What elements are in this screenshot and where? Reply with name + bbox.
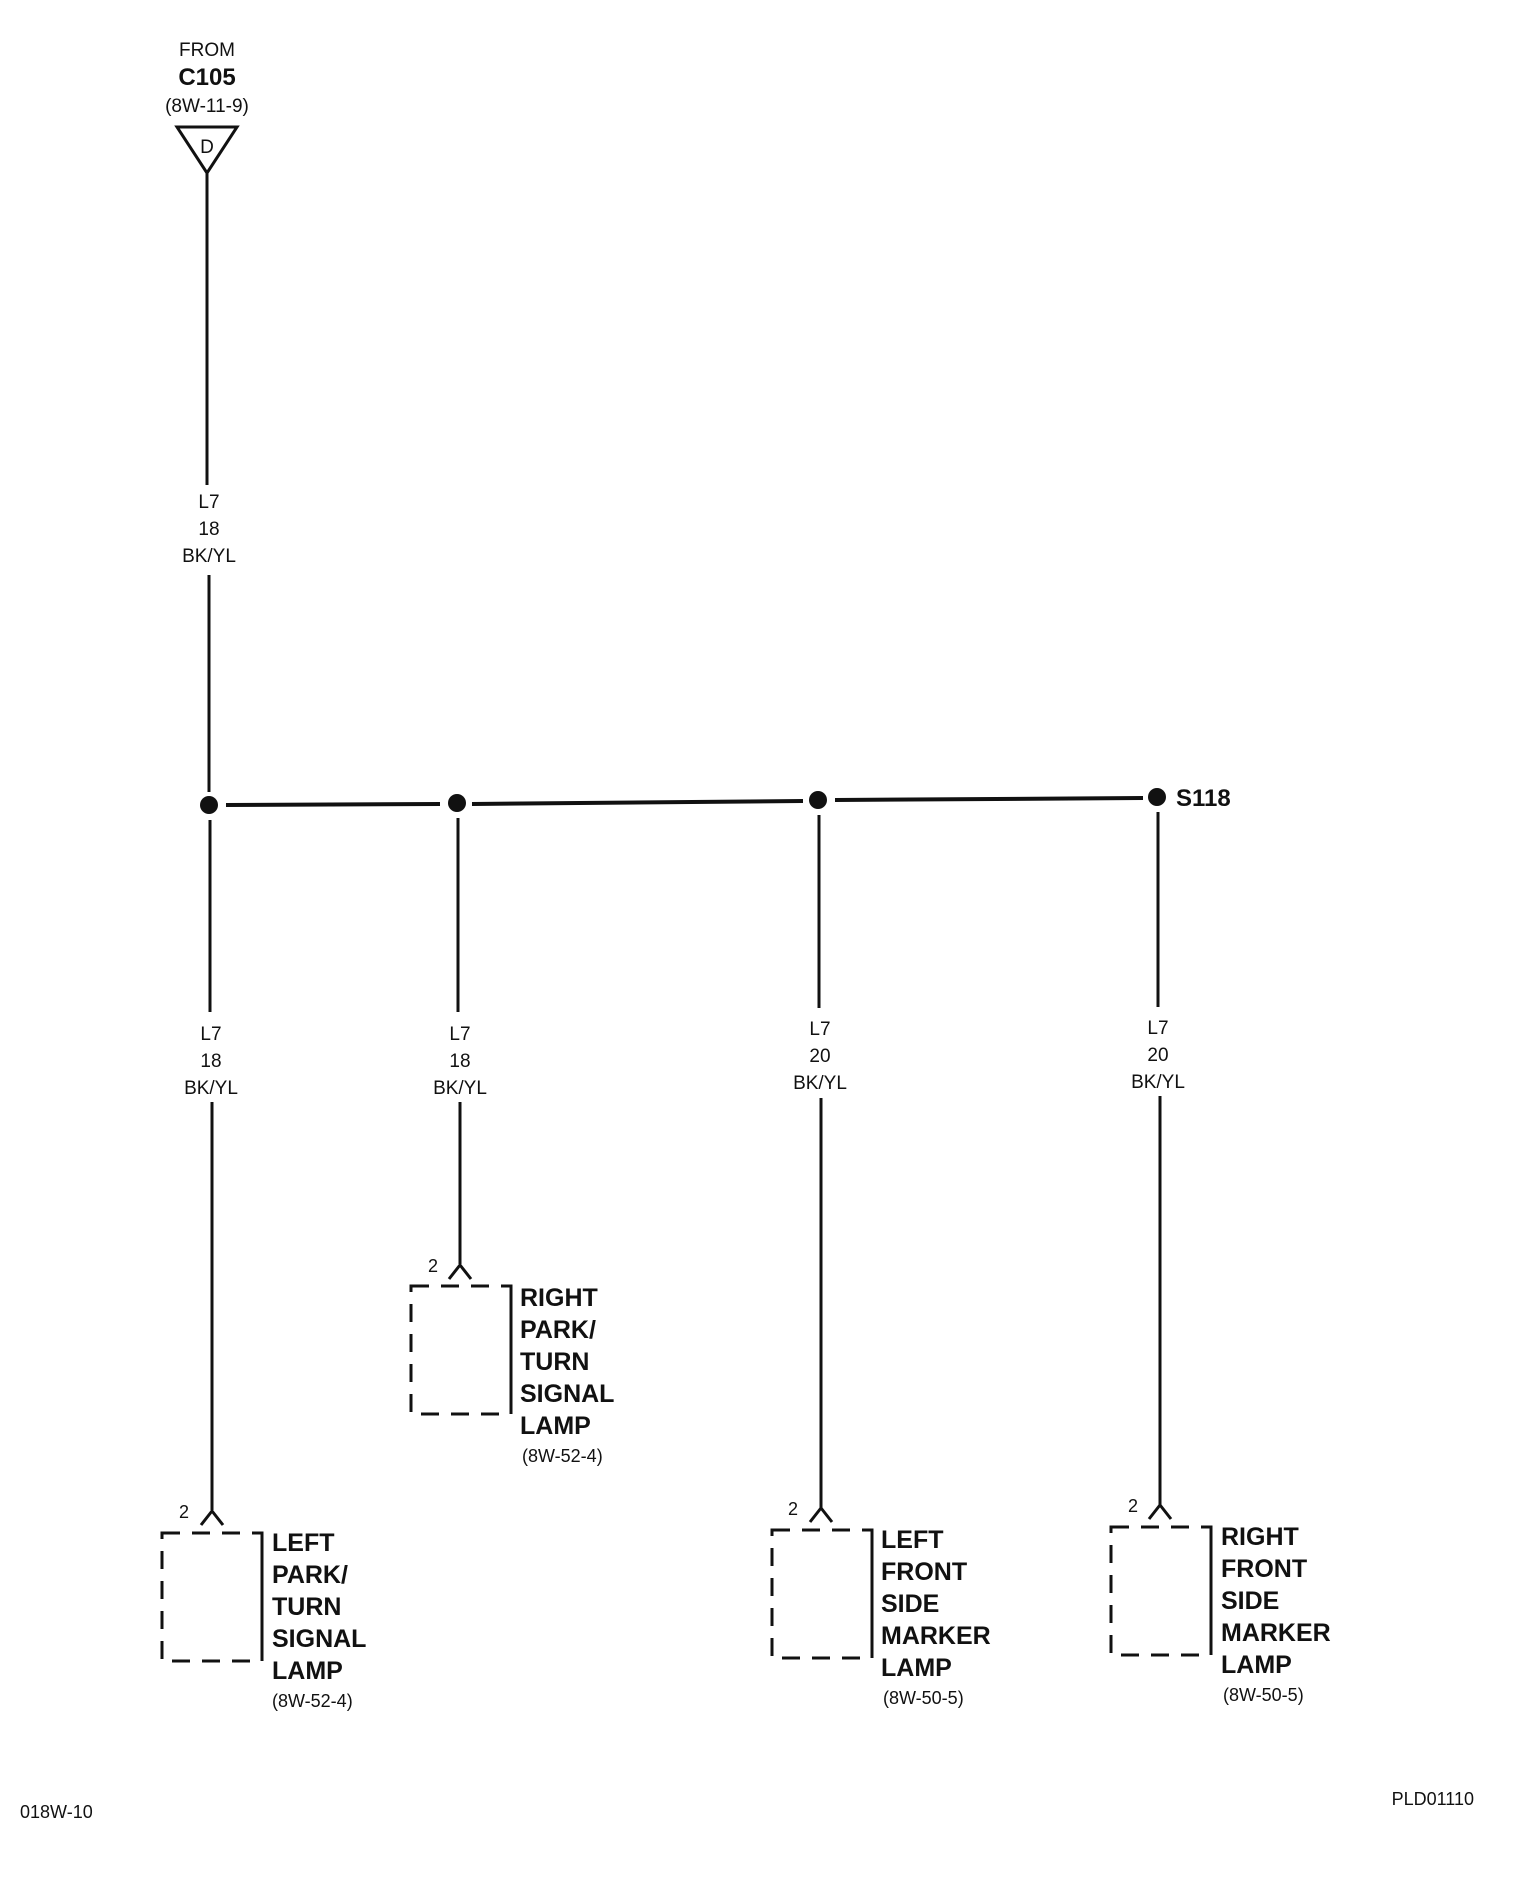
feed-wire-gauge: 18 bbox=[198, 519, 219, 540]
branch-2-lamp-line-2: PARK/ bbox=[520, 1316, 596, 1344]
from-label: FROM bbox=[179, 40, 235, 61]
branch-1-circuit: L7 bbox=[200, 1024, 221, 1045]
branch-4-lamp-box bbox=[1109, 1525, 1213, 1657]
branch-4-pin: 2 bbox=[1128, 1496, 1138, 1516]
branch-1-pin: 2 bbox=[179, 1502, 189, 1522]
branch-3-lamp-line-1: LEFT bbox=[881, 1526, 944, 1554]
feed-wire-color: BK/YL bbox=[182, 546, 236, 567]
branch-1-color: BK/YL bbox=[184, 1078, 238, 1099]
bus-segment-3 bbox=[834, 796, 1144, 802]
branch-4-lamp-line-1: RIGHT bbox=[1221, 1523, 1299, 1551]
splice-id: S118 bbox=[1176, 785, 1231, 812]
branch-2-color: BK/YL bbox=[433, 1078, 487, 1099]
branch-2-page-ref: (8W-52-4) bbox=[522, 1446, 603, 1466]
branch-1-lamp-line-5: LAMP bbox=[272, 1657, 343, 1685]
branch-left-park-turn: L7 18 BK/YL 2 LEFT PARK/ TURN SIGNAL LAM… bbox=[160, 820, 366, 1711]
branch-1-terminal-icon bbox=[199, 1508, 225, 1526]
branch-3-color: BK/YL bbox=[793, 1073, 847, 1094]
branch-3-lamp-line-4: MARKER bbox=[881, 1622, 991, 1650]
branch-3-lamp-label: LEFT FRONT SIDE MARKER LAMP (8W-50-5) bbox=[881, 1526, 991, 1708]
splice-dot-1 bbox=[200, 796, 218, 814]
branch-3-circuit: L7 bbox=[809, 1019, 830, 1040]
branch-2-lamp-line-3: TURN bbox=[520, 1348, 589, 1376]
branch-4-terminal-icon bbox=[1147, 1502, 1173, 1520]
branch-1-lamp-label: LEFT PARK/ TURN SIGNAL LAMP (8W-52-4) bbox=[272, 1529, 366, 1711]
splice-dot-2 bbox=[448, 794, 466, 812]
branch-3-lamp-line-3: SIDE bbox=[881, 1590, 939, 1618]
branch-1-lamp-line-3: TURN bbox=[272, 1593, 341, 1621]
branch-1-gauge: 18 bbox=[200, 1051, 221, 1072]
branch-1-page-ref: (8W-52-4) bbox=[272, 1691, 353, 1711]
branch-3-lamp-line-2: FRONT bbox=[881, 1558, 967, 1586]
branch-4-lamp-line-2: FRONT bbox=[1221, 1555, 1307, 1583]
branch-2-lamp-line-5: LAMP bbox=[520, 1412, 591, 1440]
branch-3-lamp-box bbox=[770, 1528, 874, 1660]
branch-4-circuit: L7 bbox=[1147, 1018, 1168, 1039]
footer-right-code: PLD01110 bbox=[1392, 1789, 1474, 1809]
branch-1-lamp-line-4: SIGNAL bbox=[272, 1625, 366, 1653]
feed-wire-circuit: L7 bbox=[198, 492, 219, 513]
branch-3-pin: 2 bbox=[788, 1499, 798, 1519]
branch-4-page-ref: (8W-50-5) bbox=[1223, 1685, 1304, 1705]
connector-triangle-icon bbox=[174, 125, 240, 176]
branch-right-park-turn: L7 18 BK/YL 2 RIGHT PARK/ TURN SIGNAL LA… bbox=[409, 818, 614, 1466]
branch-4-lamp-line-4: MARKER bbox=[1221, 1619, 1331, 1647]
branch-1-lamp-line-1: LEFT bbox=[272, 1529, 335, 1557]
branch-2-lamp-line-4: SIGNAL bbox=[520, 1380, 614, 1408]
branch-3-terminal-icon bbox=[808, 1505, 834, 1523]
branch-4-lamp-line-5: LAMP bbox=[1221, 1651, 1292, 1679]
branch-2-pin: 2 bbox=[428, 1256, 438, 1276]
branch-3-page-ref: (8W-50-5) bbox=[883, 1688, 964, 1708]
connector-id: C105 bbox=[178, 64, 235, 91]
branch-4-lamp-line-3: SIDE bbox=[1221, 1587, 1279, 1615]
branch-1-lamp-box bbox=[160, 1531, 264, 1663]
branch-4-lamp-label: RIGHT FRONT SIDE MARKER LAMP (8W-50-5) bbox=[1221, 1523, 1331, 1705]
branch-3-gauge: 20 bbox=[809, 1046, 830, 1067]
branch-2-lamp-line-1: RIGHT bbox=[520, 1284, 598, 1312]
branch-right-front-side-marker: L7 20 BK/YL 2 RIGHT FRONT SIDE MARKER LA… bbox=[1109, 812, 1331, 1705]
splice-dot-4 bbox=[1148, 788, 1166, 806]
branch-2-gauge: 18 bbox=[449, 1051, 470, 1072]
branch-4-color: BK/YL bbox=[1131, 1072, 1185, 1093]
bus-segment-1 bbox=[225, 802, 441, 807]
connector-pin: D bbox=[200, 137, 214, 158]
branch-left-front-side-marker: L7 20 BK/YL 2 LEFT FRONT SIDE MARKER LAM… bbox=[770, 815, 991, 1708]
branch-2-circuit: L7 bbox=[449, 1024, 470, 1045]
bus-segment-2 bbox=[471, 799, 804, 806]
connector-page-ref: (8W-11-9) bbox=[165, 96, 249, 117]
branch-1-lamp-line-2: PARK/ bbox=[272, 1561, 348, 1589]
footer-left-code: 018W-10 bbox=[20, 1802, 93, 1822]
branch-2-lamp-box bbox=[409, 1284, 513, 1416]
feed-wire-label: L7 18 BK/YL bbox=[182, 492, 236, 567]
splice-dot-3 bbox=[809, 791, 827, 809]
source-connector-c105: FROM C105 (8W-11-9) D bbox=[165, 40, 249, 176]
branch-2-terminal-icon bbox=[447, 1262, 473, 1280]
branch-3-lamp-line-5: LAMP bbox=[881, 1654, 952, 1682]
branch-2-lamp-label: RIGHT PARK/ TURN SIGNAL LAMP (8W-52-4) bbox=[520, 1284, 614, 1466]
branch-4-gauge: 20 bbox=[1147, 1045, 1168, 1066]
